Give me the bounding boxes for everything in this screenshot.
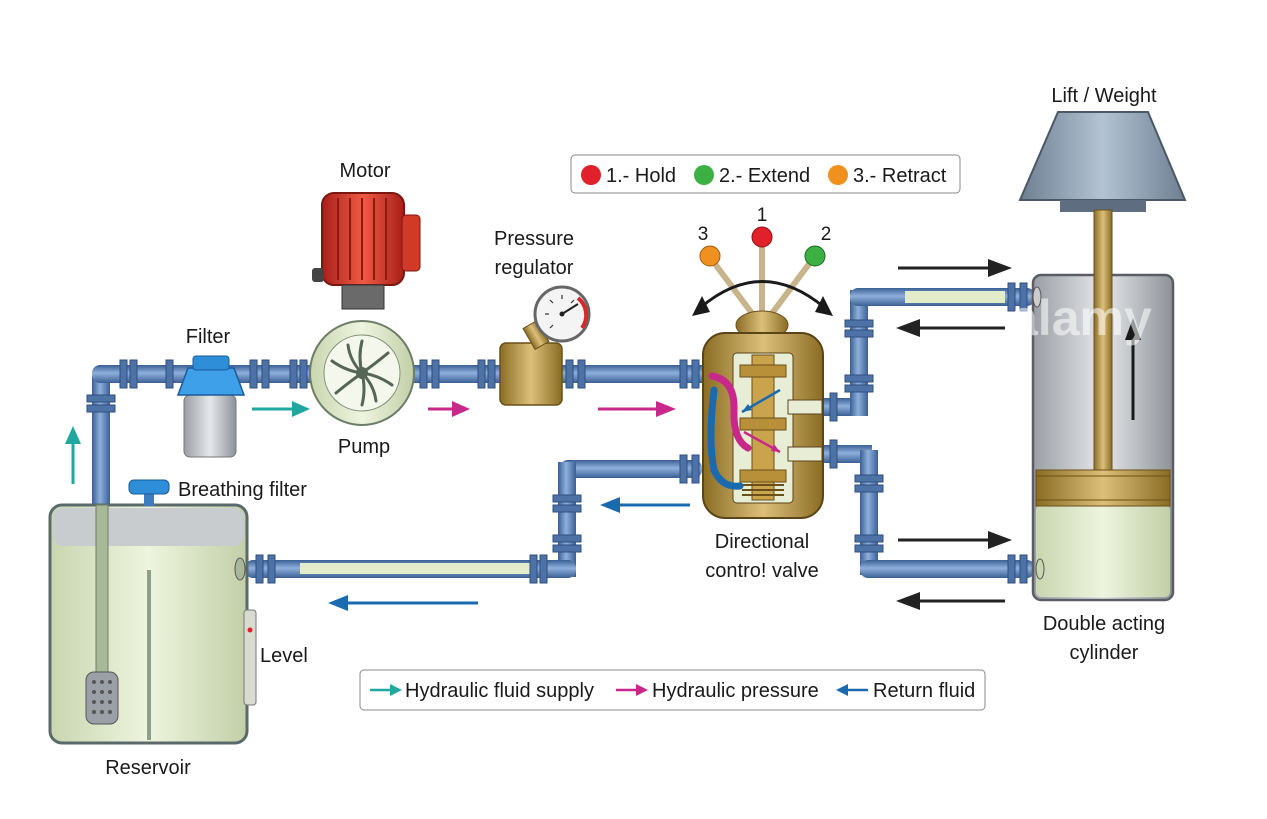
legend-hold: 1.- Hold	[606, 165, 676, 187]
label-pump: Pump	[338, 436, 390, 458]
legend-pressure: Hydraulic pressure	[652, 680, 819, 702]
label-filter: Filter	[186, 326, 231, 348]
valve-internal-return-path	[707, 386, 744, 490]
valve-port-a	[787, 399, 823, 415]
return-pipe-fluid	[300, 563, 530, 574]
extend-dot	[694, 165, 714, 185]
cylinder-bottom-pipe-2	[860, 450, 878, 575]
lever-motion-arrow	[699, 280, 826, 310]
cylinder-fluid	[1036, 505, 1170, 597]
pressure-gauge-needle	[561, 303, 579, 315]
label-pressure-regulator-1: Pressure	[494, 228, 574, 250]
retract-dot	[828, 165, 848, 185]
watermark-text: alamy	[1010, 290, 1152, 346]
level-gauge	[243, 609, 257, 706]
cylinder-motion-arrows	[896, 259, 1012, 610]
supply-legend-arrow	[370, 684, 402, 696]
pump-hub	[356, 367, 368, 379]
level-indicator	[247, 627, 253, 633]
return-arrow-1	[600, 497, 690, 513]
lever-number-hold: 1	[757, 205, 768, 226]
motor-foot	[312, 268, 324, 282]
status-legend-box	[570, 154, 961, 194]
reservoir-baffle	[147, 570, 151, 740]
motor	[312, 192, 421, 310]
hold-dot	[581, 165, 601, 185]
return-legend-arrow	[836, 684, 868, 696]
directional-control-valve	[692, 226, 833, 519]
label-level: Level	[260, 645, 308, 667]
label-cylinder-2: cylinder	[1070, 642, 1139, 664]
label-motor: Motor	[339, 160, 390, 182]
breathing-filter-cap	[128, 479, 170, 495]
label-directional-valve-1: Directional	[715, 531, 809, 553]
double-acting-cylinder	[1018, 111, 1187, 602]
lever-number-extend: 2	[821, 224, 832, 245]
label-directional-valve-2: contro! valve	[705, 560, 818, 582]
return-pipe-1	[560, 460, 702, 478]
legend-retract: 3.- Retract	[853, 165, 947, 187]
label-breathing-filter: Breathing filter	[178, 479, 307, 501]
pressure-arrow-1	[428, 401, 470, 417]
flow-legend: Hydraulic fluid supply Hydraulic pressur…	[359, 669, 986, 711]
cylinder-bottom-port	[1035, 558, 1045, 580]
reservoir-suction-tube	[95, 504, 109, 676]
lever-number-retract: 3	[698, 224, 709, 245]
supply-arrow-horizontal	[252, 401, 310, 417]
piston-up-arrow	[1125, 318, 1141, 420]
pressure-gauge-red-zone	[576, 296, 589, 330]
filter	[176, 355, 246, 458]
filter-top	[192, 355, 230, 371]
cylinder-top-fluid	[905, 291, 1005, 303]
lift-weight-base	[1060, 200, 1146, 212]
return-pipe-2	[558, 462, 576, 577]
lever-retract	[709, 258, 760, 322]
lever-extend	[764, 258, 815, 322]
legend-extend: 2.- Extend	[719, 165, 810, 187]
breathing-filter-stem	[144, 492, 154, 506]
supply-arrow-vertical	[65, 426, 81, 484]
pipe-couplings	[86, 282, 1028, 584]
lever-knob-extend	[804, 245, 826, 267]
return-arrow-2	[328, 595, 478, 611]
label-cylinder-1: Double acting	[1043, 613, 1165, 635]
pressure-legend-arrow	[616, 684, 648, 696]
label-pressure-regulator-2: regulator	[495, 257, 574, 279]
pump	[309, 320, 415, 426]
reservoir-return-port	[234, 557, 246, 581]
suction-strainer	[85, 671, 119, 725]
reservoir-air-space	[53, 508, 244, 546]
cylinder-top-pipe-2	[850, 290, 868, 416]
motor-coupling	[341, 284, 385, 310]
cylinder-bottom-pipe-3	[860, 560, 1035, 578]
lift-weight	[1018, 111, 1187, 201]
label-reservoir: Reservoir	[105, 757, 191, 779]
status-legend: 1.- Hold 2.- Extend 3.- Retract	[570, 154, 961, 194]
regulator-body	[499, 342, 563, 406]
flow-legend-box	[359, 669, 986, 711]
lever-knob-retract	[699, 245, 721, 267]
motor-terminal-box	[401, 214, 421, 272]
label-lift-weight: Lift / Weight	[1051, 85, 1157, 107]
suction-strainer-mesh	[92, 680, 112, 714]
lever-knob-hold	[751, 226, 773, 248]
valve-port-b	[787, 446, 823, 462]
flow-arrows	[65, 259, 1012, 611]
valve-internal-pressure-path	[708, 372, 752, 452]
legend-return: Return fluid	[873, 680, 975, 702]
filter-bowl	[183, 394, 237, 458]
pressure-regulator	[499, 285, 591, 406]
watermark: alamy	[1010, 290, 1152, 346]
filter-head	[176, 367, 246, 396]
pressure-arrow-2	[598, 401, 676, 417]
piston	[1035, 469, 1171, 507]
cylinder-top-port	[1032, 286, 1042, 308]
legend-supply: Hydraulic fluid supply	[405, 680, 594, 702]
component-labels: Motor Filter Pump Pressure regulator Bre…	[105, 85, 1165, 779]
reservoir	[48, 479, 257, 745]
